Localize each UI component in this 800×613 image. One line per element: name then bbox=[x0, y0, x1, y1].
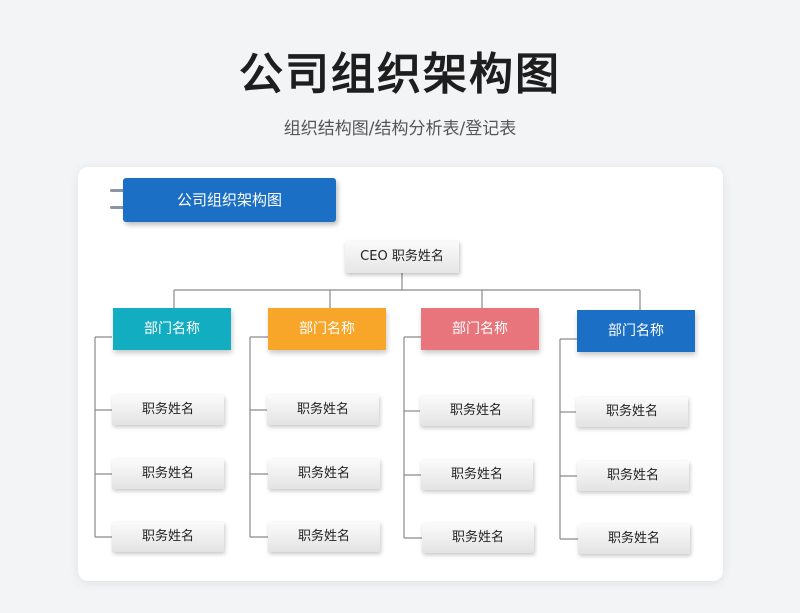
page-subtitle: 组织结构图/结构分析表/登记表 bbox=[283, 119, 517, 139]
binder-clip-top bbox=[110, 189, 128, 192]
member-box: 职务姓名 bbox=[112, 459, 224, 489]
member-box: 职务姓名 bbox=[112, 395, 224, 425]
member-box: 职务姓名 bbox=[577, 461, 689, 491]
member-box: 职务姓名 bbox=[267, 395, 379, 425]
member-box: 职务姓名 bbox=[112, 522, 224, 552]
member-box: 职务姓名 bbox=[578, 524, 690, 554]
chart-banner: 公司组织架构图 bbox=[123, 178, 336, 222]
member-box: 职务姓名 bbox=[576, 397, 688, 427]
department-box: 部门名称 bbox=[421, 308, 539, 350]
member-box: 职务姓名 bbox=[420, 396, 532, 426]
member-box: 职务姓名 bbox=[422, 523, 534, 553]
department-box: 部门名称 bbox=[113, 308, 231, 350]
member-box: 职务姓名 bbox=[268, 522, 380, 552]
ceo-box: CEO 职务姓名 bbox=[345, 241, 459, 273]
department-box: 部门名称 bbox=[268, 308, 386, 350]
department-box: 部门名称 bbox=[577, 310, 695, 352]
org-chart-card bbox=[78, 167, 723, 581]
member-box: 职务姓名 bbox=[268, 459, 380, 489]
binder-clip-bottom bbox=[110, 206, 128, 209]
member-box: 职务姓名 bbox=[421, 460, 533, 490]
page-title: 公司组织架构图 bbox=[239, 49, 561, 100]
